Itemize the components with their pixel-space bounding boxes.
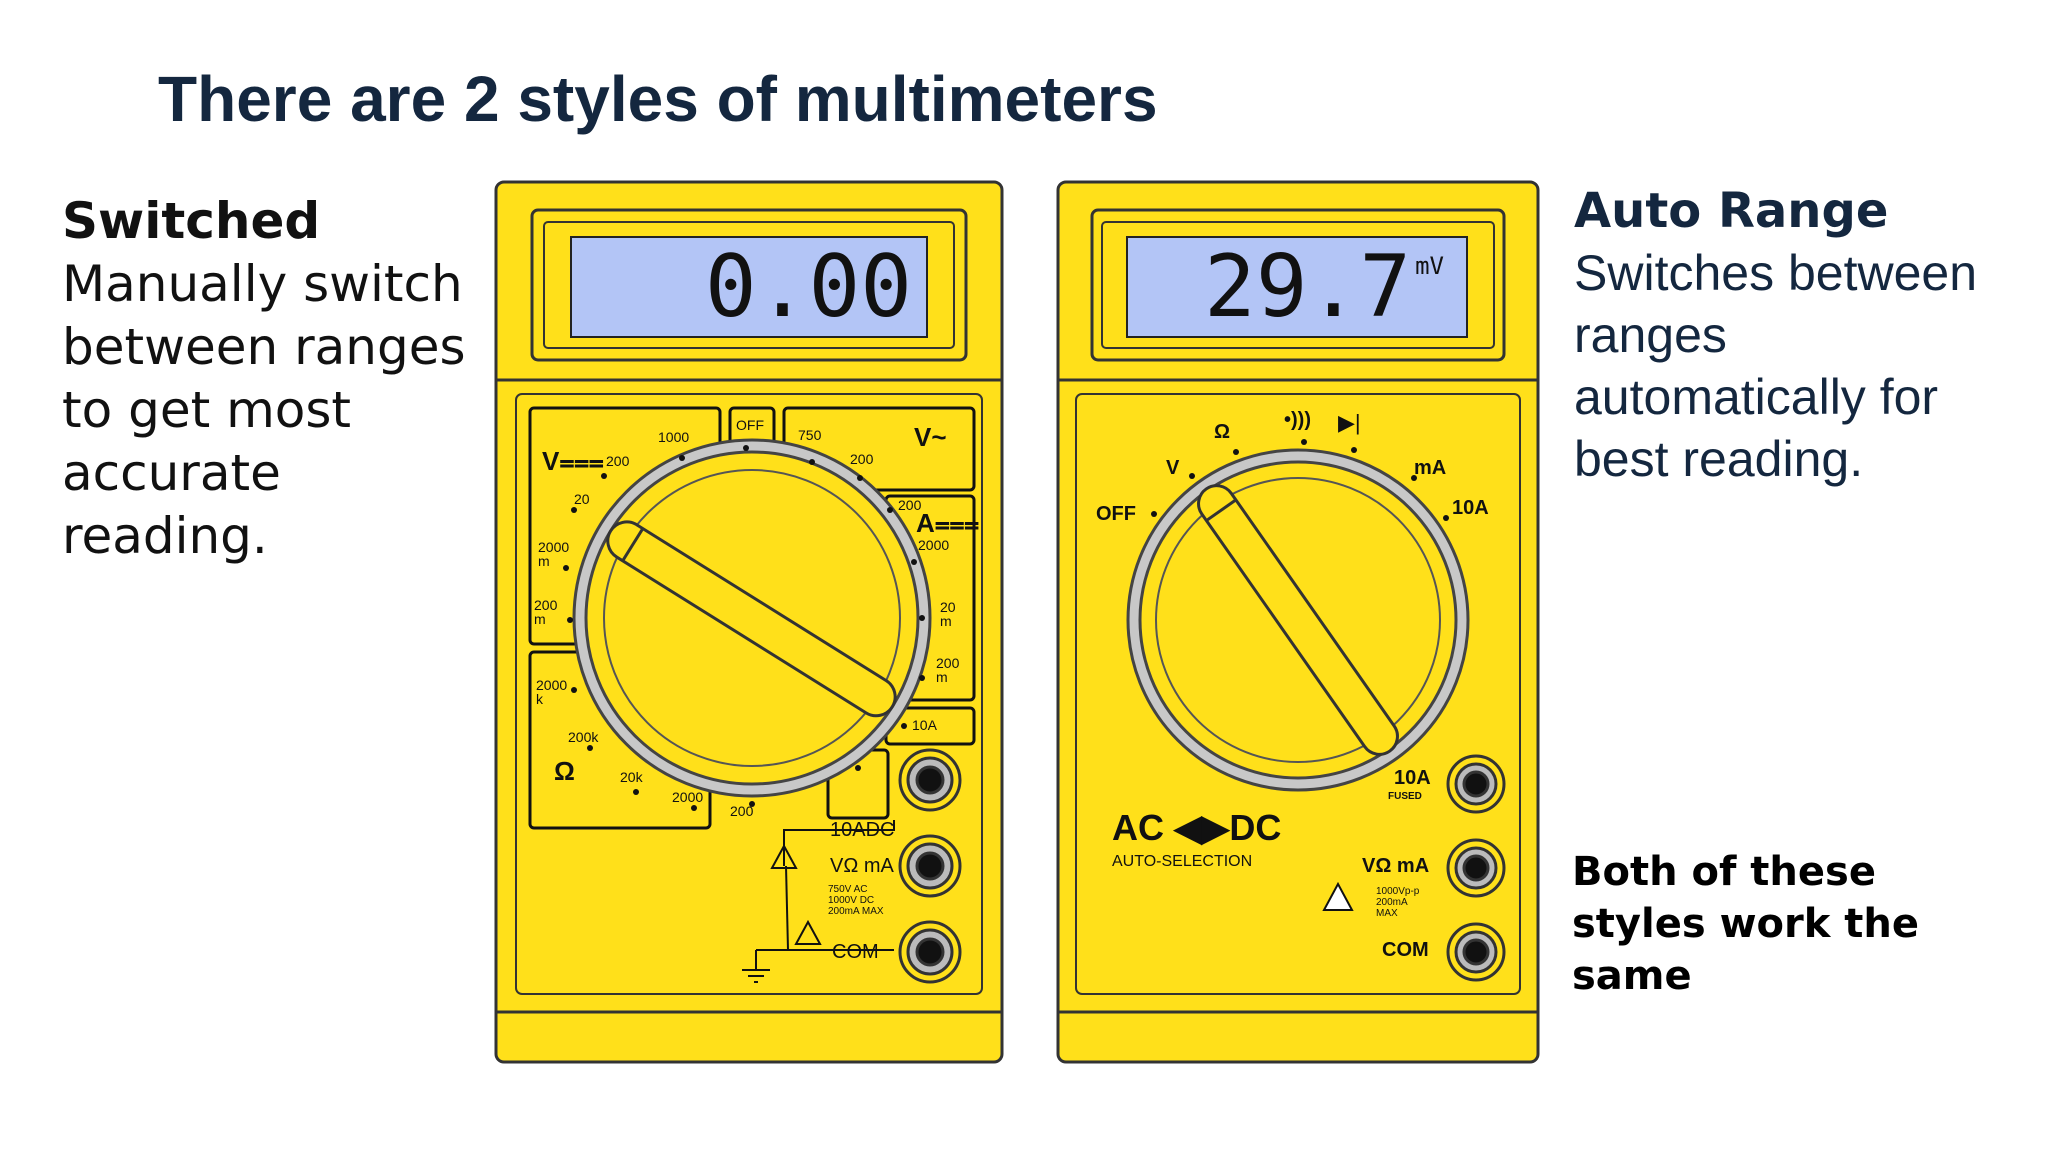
input-limits-label: 1000Vp-p 200mA MAX xyxy=(1376,886,1420,919)
range-200v-label: 200 xyxy=(606,453,630,469)
auto-lcd-unit: mV xyxy=(1415,252,1444,280)
range-1000-label: 1000 xyxy=(658,429,690,445)
auto-lcd-reading: 29.7 xyxy=(1203,237,1412,337)
ten-amp-label: 10A xyxy=(1452,497,1489,519)
a-dc-label: A⩶ xyxy=(916,508,980,538)
switched-multimeter-image: 0.00 V⩶ V~ A⩶ Ω OFF 1000 200 20 2000 m 2… xyxy=(494,180,1004,1064)
input-limits-label: 750V AC 1000V DC 200mA MAX xyxy=(828,884,884,917)
ac-dc-label: AC ◀▶DC xyxy=(1112,807,1282,848)
switched-description: Switched Manually switch between ranges … xyxy=(62,190,502,568)
diode-icon: ▶| xyxy=(1338,410,1361,435)
range-20ma-label: 20 m xyxy=(940,599,956,629)
range-200m-label: 200 m xyxy=(534,597,558,627)
range-2000a-label: 2000 xyxy=(918,537,950,553)
switched-multimeter-drawing xyxy=(494,180,1004,1064)
range-20v-label: 20 xyxy=(574,491,590,507)
range-200vac-label: 200 xyxy=(850,451,874,467)
auto-range-multimeter-image: 29.7 mV OFF V Ω •))) ▶| mA 10A AC ◀▶DC A… xyxy=(1056,180,1540,1064)
jack-10a-label: 10A xyxy=(1394,767,1431,789)
range-2000k-label: 2000 k xyxy=(536,677,568,707)
range-2000ohm-label: 2000 xyxy=(672,789,704,805)
off-label: OFF xyxy=(1096,503,1136,525)
switched-body: Manually switch between ranges to get mo… xyxy=(62,255,466,565)
ohm-label: Ω xyxy=(554,756,575,786)
range-200a-label: 200 xyxy=(898,497,922,513)
continuity-icon: •))) xyxy=(1284,409,1311,431)
auto-range-description: Auto Range Switches between ranges autom… xyxy=(1574,180,2014,490)
slide-title: There are 2 styles of multimeters xyxy=(158,63,1158,135)
jack-com-label: COM xyxy=(1382,939,1429,961)
range-10a-label: 10A xyxy=(912,717,937,733)
milliamp-label: mA xyxy=(1414,457,1447,479)
jack-vohm-label: VΩ mA xyxy=(830,855,894,877)
switched-lcd-display: 0.00 xyxy=(570,236,928,338)
range-750-label: 750 xyxy=(798,427,822,443)
fused-label: FUSED xyxy=(1388,791,1422,802)
switched-lcd-reading: 0.00 xyxy=(704,237,912,337)
v-dc-label: V⩶ xyxy=(542,446,604,476)
v-ac-label: V~ xyxy=(914,422,947,452)
auto-range-heading: Auto Range xyxy=(1574,183,1889,239)
range-2000m-label: 2000 m xyxy=(538,539,570,569)
range-200k-label: 200k xyxy=(568,729,599,745)
range-20k-label: 20k xyxy=(620,769,643,785)
jack-10adc-label: 10ADC xyxy=(830,819,895,841)
auto-lcd-display: 29.7 mV xyxy=(1126,236,1468,338)
auto-selection-label: AUTO-SELECTION xyxy=(1112,853,1253,870)
same-note: Both of these styles work the same xyxy=(1572,849,1919,999)
off-label: OFF xyxy=(736,417,764,433)
jack-com-label: COM xyxy=(832,941,879,963)
volt-label: V xyxy=(1166,457,1180,479)
range-200ohm-label: 200 xyxy=(730,803,754,819)
range-200ma-label: 200 m xyxy=(936,655,960,685)
switched-heading: Switched xyxy=(62,192,321,250)
auto-range-body: Switches between ranges automatically fo… xyxy=(1574,245,1978,487)
jack-vohm-label: VΩ mA xyxy=(1362,855,1430,877)
ohm-label: Ω xyxy=(1214,421,1231,443)
